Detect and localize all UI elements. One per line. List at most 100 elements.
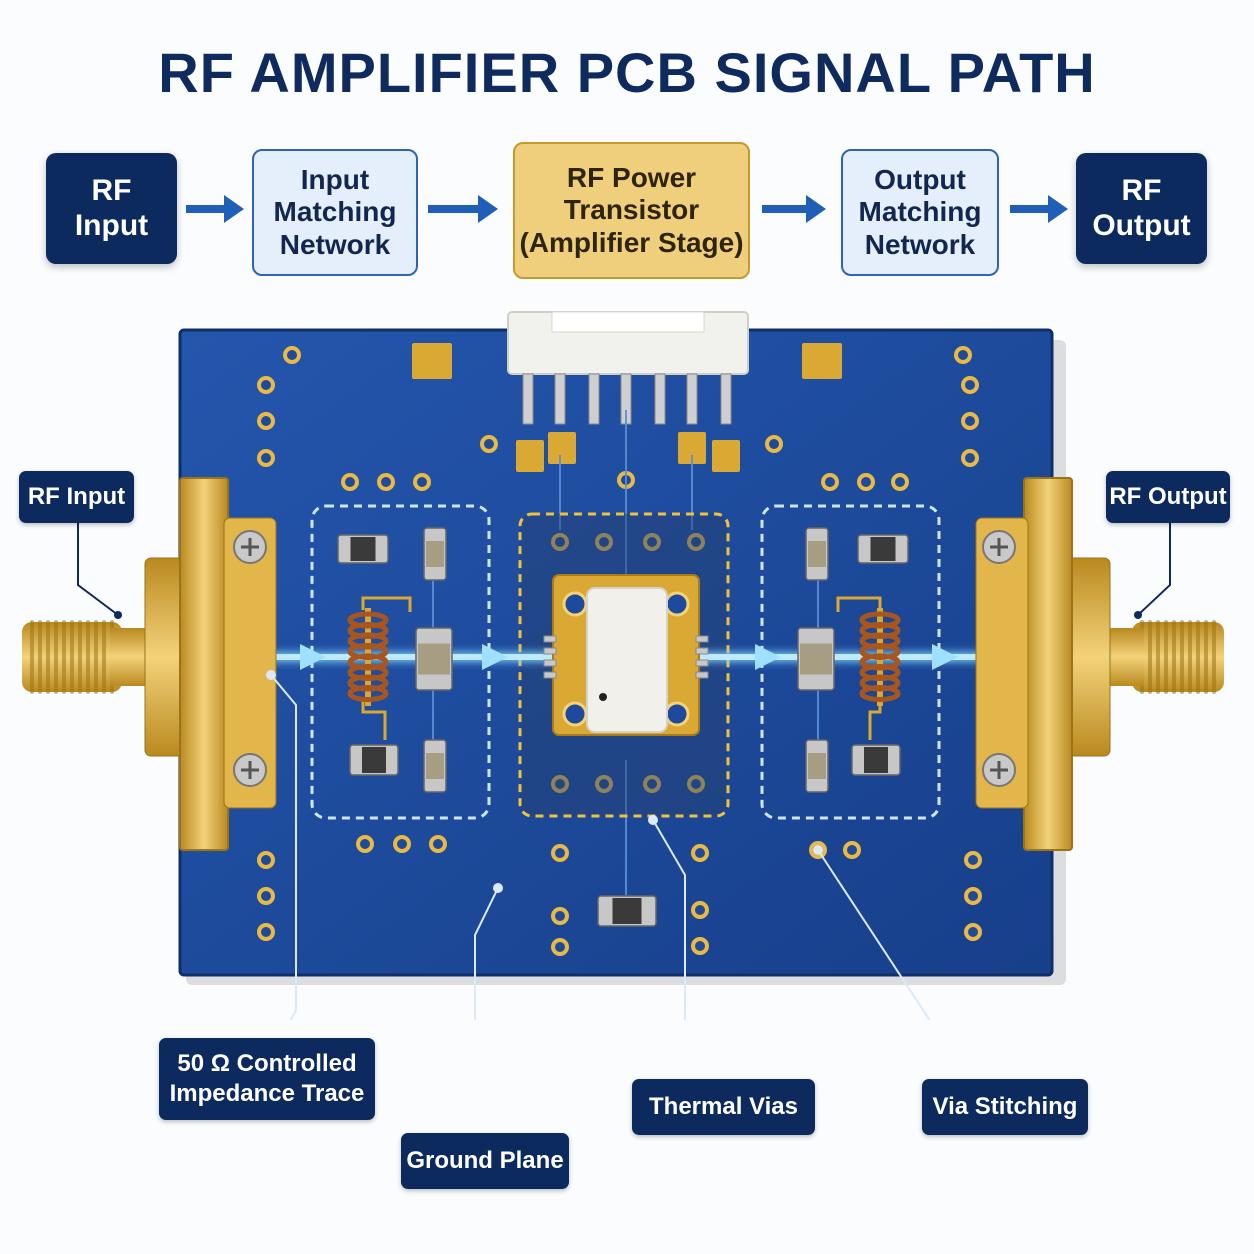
thread-ridge [62, 620, 66, 694]
coil-turn [347, 685, 389, 702]
output-inductor [836, 596, 901, 740]
via [643, 533, 661, 551]
via [961, 412, 979, 430]
sma-input-connector [22, 477, 277, 851]
flow-arrow-3 [762, 195, 826, 223]
header-pin [554, 373, 566, 425]
via [643, 775, 661, 793]
thread-ridge [46, 620, 50, 694]
thread-ridge [1172, 620, 1176, 694]
thread-ridge [1212, 620, 1216, 694]
via [691, 844, 709, 862]
via [551, 533, 569, 551]
thread-ridge [30, 620, 34, 694]
input-matching-block: Input Matching Network [252, 149, 418, 276]
thread-ridge [1164, 620, 1168, 694]
thread-ridge [1156, 620, 1160, 694]
smd-capacitor-body [350, 537, 376, 561]
smd-capacitor-body [426, 753, 444, 779]
output-matching-block: Output Matching Network [841, 149, 999, 276]
thread-ridge [1188, 620, 1192, 694]
transistor-block: RF Power Transistor (Amplifier Stage) [513, 142, 750, 279]
thread-ridge [1204, 620, 1208, 694]
smd-capacitor-body [808, 753, 826, 779]
via [821, 473, 839, 491]
rf-power-transistor [543, 574, 709, 736]
via [356, 835, 374, 853]
via [765, 435, 783, 453]
via [393, 835, 411, 853]
via [954, 346, 972, 364]
thermal-vias-callout: Thermal Vias [632, 1079, 815, 1135]
via [691, 901, 709, 919]
thread-ridge [1196, 620, 1200, 694]
thread-ridge [38, 620, 42, 694]
via [964, 851, 982, 869]
via [551, 844, 569, 862]
thread-ridge [70, 620, 74, 694]
thread-ridge [94, 620, 98, 694]
smd-capacitor-body [426, 541, 444, 567]
smd-capacitor-body [870, 537, 896, 561]
header-pin [522, 373, 534, 425]
via [595, 775, 613, 793]
via [687, 775, 705, 793]
header-pin [654, 373, 666, 425]
header-pin [720, 373, 732, 425]
smd-capacitor-body [864, 747, 888, 773]
via [595, 533, 613, 551]
via [257, 449, 275, 467]
rf-input-callout: RF Input [19, 471, 134, 523]
thread-ridge [102, 620, 106, 694]
via [283, 346, 301, 364]
smd-capacitor-body [800, 643, 832, 675]
via [857, 473, 875, 491]
via [257, 412, 275, 430]
flow-arrow-2 [428, 195, 498, 223]
rf-input-block: RF Input [46, 153, 177, 264]
via [691, 937, 709, 955]
via [377, 473, 395, 491]
flow-arrow-4 [1010, 195, 1068, 223]
via-group [249, 346, 1001, 956]
top-pad-right [802, 343, 842, 379]
header-pad [712, 440, 740, 472]
via-stitching-callout: Via Stitching [922, 1079, 1088, 1135]
via [961, 449, 979, 467]
input-inductor [347, 596, 412, 740]
via [257, 923, 275, 941]
rf-output-callout: RF Output [1106, 471, 1230, 523]
header-connector [507, 311, 749, 472]
via [964, 887, 982, 905]
via [551, 938, 569, 956]
via [413, 473, 431, 491]
impedance-trace-callout: 50 Ω Controlled Impedance Trace [159, 1038, 375, 1120]
flow-arrow-1 [186, 195, 244, 223]
header-pad [516, 440, 544, 472]
via [429, 835, 447, 853]
rf-output-block: RF Output [1076, 153, 1207, 264]
via [257, 887, 275, 905]
via [843, 841, 861, 859]
thread-ridge [1180, 620, 1184, 694]
via [891, 473, 909, 491]
smd-capacitor-body [808, 541, 826, 567]
smd-capacitor-body [418, 643, 450, 675]
ground-plane-callout: Ground Plane [401, 1133, 569, 1189]
thread-ridge [54, 620, 58, 694]
coil-turn [859, 685, 901, 702]
smd-components [337, 527, 909, 927]
via [257, 376, 275, 394]
smd-capacitor-body [362, 747, 386, 773]
via [551, 775, 569, 793]
thread-ridge [1148, 620, 1152, 694]
header-pin [686, 373, 698, 425]
pcb-illustration [22, 311, 1224, 1020]
sma-output-connector [975, 477, 1224, 851]
leader-lines [77, 522, 1171, 616]
header-pin [588, 373, 600, 425]
top-pad-left [412, 343, 452, 379]
via [961, 376, 979, 394]
via [551, 907, 569, 925]
thread-ridge [86, 620, 90, 694]
